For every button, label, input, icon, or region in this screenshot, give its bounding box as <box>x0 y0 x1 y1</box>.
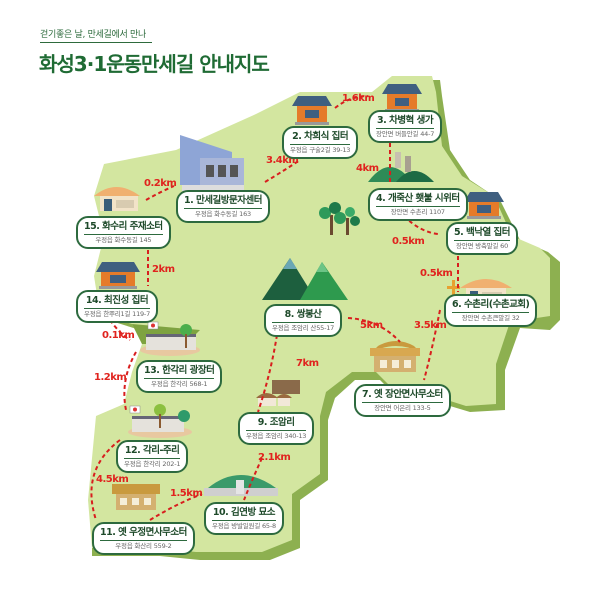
stop-address: 우정읍 화수동길 145 <box>95 236 152 244</box>
distance-label: 0.2km <box>144 178 177 189</box>
stop-name: 8. 쌍봉산 <box>272 308 335 323</box>
thatched-house-15-icon <box>94 187 140 211</box>
distance-label: 0.5km <box>420 268 453 279</box>
stop-card-13[interactable]: 13. 한각리 광장터 우정읍 한각리 568-1 <box>136 360 223 393</box>
stop-name: 11. 옛 우정면사무소터 <box>100 526 187 541</box>
stop-name: 4. 개죽산 횃불 시위터 <box>376 192 460 207</box>
hanok-house-3-icon <box>382 84 422 112</box>
stop-name: 5. 백낙열 집터 <box>454 226 511 241</box>
stop-name: 1. 만세길방문자센터 <box>184 194 262 209</box>
stop-name: 12. 각리-주리 <box>124 444 181 459</box>
page-title: 화성3·1운동만세길 안내지도 <box>39 52 270 76</box>
distance-label: 2km <box>152 264 175 275</box>
stop-address: 우정읍 화수동길 163 <box>194 210 251 218</box>
stop-address: 우정읍 조암리 340-13 <box>246 432 307 440</box>
stop-name: 14. 최진성 집터 <box>84 294 151 309</box>
stop-card-12[interactable]: 12. 각리-주리 우정읍 한각리 202-1 <box>116 440 189 473</box>
stop-name: 7. 옛 장안면사무소터 <box>362 388 443 403</box>
stop-address: 우정읍 한각리 568-1 <box>151 380 208 388</box>
village-houses-9-icon <box>256 380 300 406</box>
mountain-8-icon <box>262 258 348 300</box>
stop-card-4[interactable]: 4. 개죽산 횃불 시위터 장안면 수촌리 1107 <box>368 188 468 221</box>
stop-address: 장안면 방축말길 60 <box>455 242 509 250</box>
distance-label: 1.6km <box>342 93 375 104</box>
tomb-10-icon <box>204 475 278 496</box>
stop-address: 우정읍 조암리 산55-17 <box>272 324 335 332</box>
thatched-office-7-icon <box>370 341 420 372</box>
stop-name: 15. 화수리 주재소터 <box>84 220 163 235</box>
stop-name: 6. 수촌리(수촌교회) <box>452 298 530 313</box>
thatched-office-11-icon <box>112 484 160 510</box>
stop-card-7[interactable]: 7. 옛 장안면사무소터 장안면 어은리 133-5 <box>354 384 451 417</box>
stop-name: 3. 차병혁 생가 <box>376 114 435 129</box>
visitor-center-illustration <box>180 135 244 191</box>
stop-name: 9. 조암리 <box>246 416 307 431</box>
hanok-house-2-icon <box>292 96 332 125</box>
distance-label: 1.5km <box>170 488 203 499</box>
stop-address: 우정읍 화산리 559-2 <box>115 542 172 550</box>
stop-card-10[interactable]: 10. 김연방 묘소 우정읍 방발일원길 65-8 <box>204 502 284 535</box>
stop-card-11[interactable]: 11. 옛 우정면사무소터 우정읍 화산리 559-2 <box>92 522 195 555</box>
wall-flag-13-icon <box>140 321 200 356</box>
distance-label: 3.5km <box>414 320 447 331</box>
subtitle-underline <box>40 42 152 43</box>
trees-icon <box>319 202 360 235</box>
stop-address: 장안면 수촌큰말길 32 <box>461 314 520 322</box>
stop-address: 우정읍 한뿌리1길 119-7 <box>84 310 151 318</box>
stop-card-14[interactable]: 14. 최진성 집터 우정읍 한뿌리1길 119-7 <box>76 290 159 323</box>
stop-name: 2. 차희식 집터 <box>290 130 351 145</box>
stop-card-6[interactable]: 6. 수촌리(수촌교회) 장안면 수촌큰말길 32 <box>444 294 538 327</box>
stop-card-3[interactable]: 3. 차병혁 생가 장안면 버들안길 44-7 <box>368 110 443 143</box>
distance-label: 0.5km <box>392 236 425 247</box>
stop-address: 장안면 수촌리 1107 <box>390 208 445 216</box>
stop-address: 우정읍 구술2길 39-13 <box>290 146 351 154</box>
distance-label: 5km <box>360 320 383 331</box>
distance-label: 1.2km <box>94 372 127 383</box>
map-subtitle: 걷기좋은 날, 만세길에서 만나 <box>40 30 147 40</box>
stop-address: 우정읍 한각리 202-1 <box>124 460 181 468</box>
stop-name: 10. 김연방 묘소 <box>212 506 276 521</box>
stop-card-2[interactable]: 2. 차희식 집터 우정읍 구술2길 39-13 <box>282 126 359 159</box>
stop-address: 장안면 어은리 133-5 <box>374 404 431 412</box>
stop-card-9[interactable]: 9. 조암리 우정읍 조암리 340-13 <box>238 412 315 445</box>
distance-label: 7km <box>296 358 319 369</box>
distance-label: 2.1km <box>258 452 291 463</box>
stop-card-1[interactable]: 1. 만세길방문자센터 우정읍 화수동길 163 <box>176 190 270 223</box>
distance-label: 0.1km <box>102 330 135 341</box>
distance-label: 4km <box>356 163 379 174</box>
distance-label: 4.5km <box>96 474 129 485</box>
stop-card-15[interactable]: 15. 화수리 주재소터 우정읍 화수동길 145 <box>76 216 171 249</box>
hanok-house-14-icon <box>96 262 140 289</box>
stop-address: 장안면 버들안길 44-7 <box>376 130 435 138</box>
stop-name: 13. 한각리 광장터 <box>144 364 215 379</box>
hanok-house-5-icon <box>464 192 504 219</box>
stop-card-5[interactable]: 5. 백낙열 집터 장안면 방축말길 60 <box>446 222 519 255</box>
stop-card-8[interactable]: 8. 쌍봉산 우정읍 조암리 산55-17 <box>264 304 343 337</box>
distance-label: 3.4km <box>266 155 299 166</box>
wall-flag-12-icon <box>128 404 192 438</box>
stop-address: 우정읍 방발일원길 65-8 <box>212 522 276 530</box>
